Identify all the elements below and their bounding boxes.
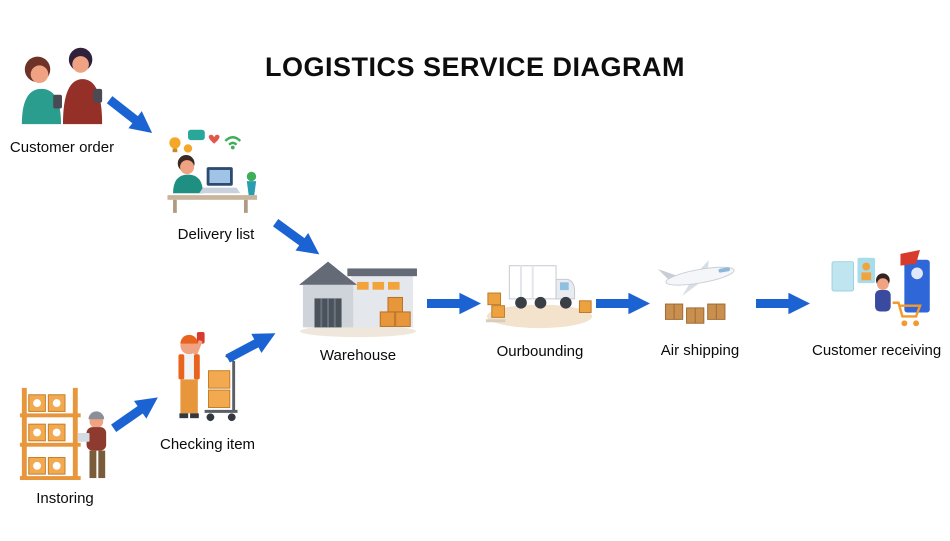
page-title: LOGISTICS SERVICE DIAGRAM [264, 52, 686, 82]
arrow-customer-order-to-delivery-list [100, 88, 162, 145]
arrow-delivery-list-to-warehouse [266, 211, 329, 267]
arrow-warehouse-to-ourbounding [427, 290, 481, 317]
delivery-list-label: Delivery list [177, 226, 255, 243]
warehouse-illustration [295, 252, 421, 344]
customer-receiving-illustration [818, 248, 936, 339]
node-customer-order: Customer order [8, 38, 116, 156]
air-shipping-label: Air shipping [660, 342, 740, 359]
arrow-ourbounding-to-air-shipping [596, 290, 650, 317]
node-air-shipping: Air shipping [652, 252, 748, 359]
air-shipping-illustration [652, 252, 748, 339]
node-ourbounding: Ourbounding [484, 252, 596, 360]
warehouse-label: Warehouse [319, 347, 397, 364]
checking-item-label: Checking item [160, 436, 256, 453]
node-customer-receiving: Customer receiving [812, 248, 941, 359]
arrow-air-shipping-to-customer-receiving [756, 290, 810, 317]
customer-order-label: Customer order [9, 139, 115, 156]
arrow-checking-item-to-warehouse [220, 320, 284, 371]
instoring-label: Instoring [36, 490, 94, 507]
customer-receiving-label: Customer receiving [812, 342, 942, 359]
arrow-instoring-to-checking-item [104, 385, 167, 440]
node-delivery-list: Delivery list [160, 120, 272, 243]
ourbounding-illustration [484, 252, 596, 340]
ourbounding-label: Ourbounding [496, 343, 584, 360]
delivery-list-illustration [160, 120, 272, 223]
customer-order-illustration [8, 38, 116, 136]
node-warehouse: Warehouse [295, 252, 421, 364]
node-instoring: Instoring [16, 382, 114, 507]
instoring-illustration [16, 382, 114, 487]
